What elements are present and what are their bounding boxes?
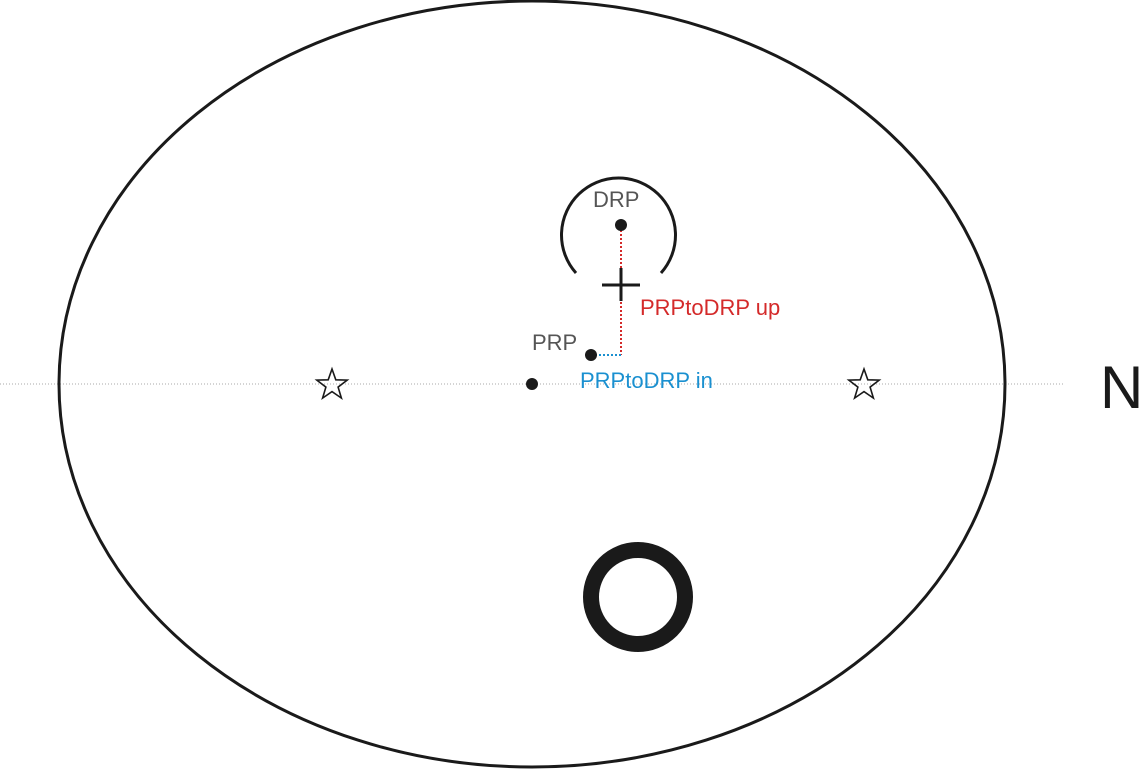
star-outline-icon (314, 366, 350, 401)
center-point (526, 378, 538, 390)
star-outline-icon (846, 366, 882, 401)
crosshair-icon (602, 268, 640, 301)
thick-ring (583, 542, 693, 652)
drp-point (615, 219, 627, 231)
prp-label: PRP (532, 330, 577, 355)
prp-to-drp-in-label: PRPtoDRP in (580, 368, 713, 393)
side-label: N (1100, 354, 1143, 421)
drp-label: DRP (593, 187, 639, 212)
outer-ellipse (57, 0, 1007, 769)
prp-point (585, 349, 597, 361)
drp-arc (560, 176, 677, 274)
prp-to-drp-up-label: PRPtoDRP up (640, 295, 780, 320)
